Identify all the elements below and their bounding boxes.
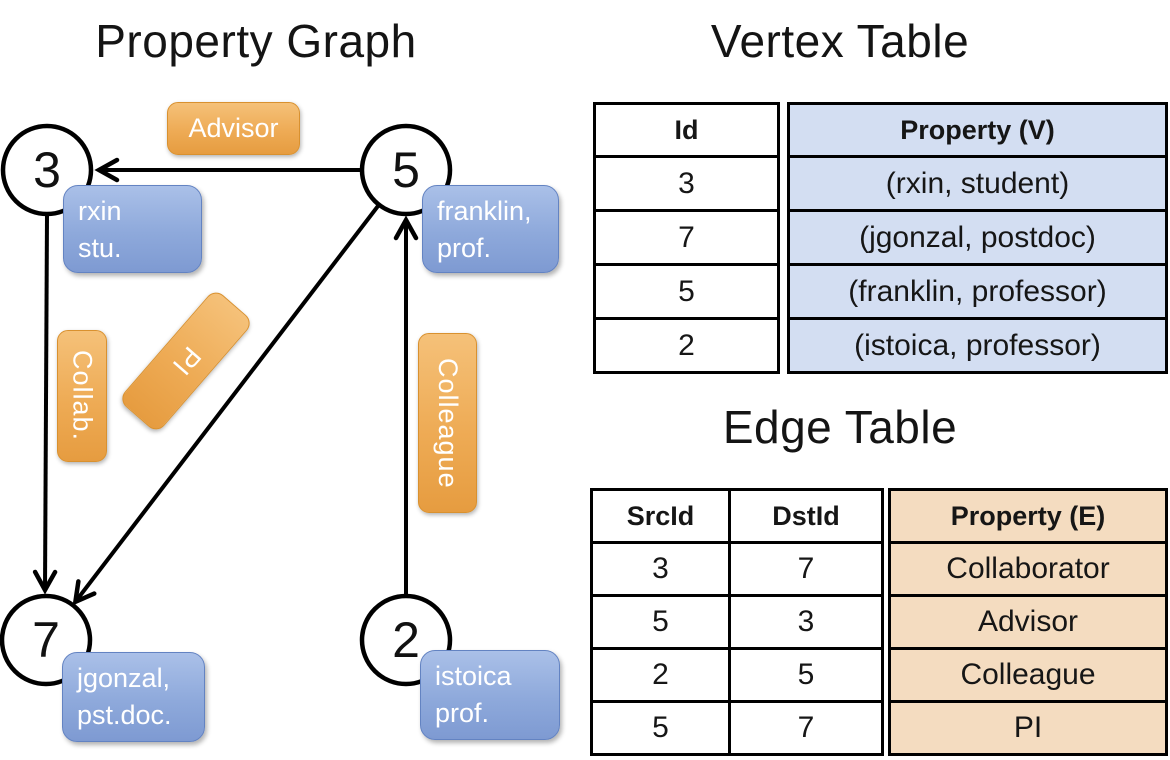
table-cell: (franklin, professor) — [787, 263, 1168, 320]
table-cell: Colleague — [888, 647, 1168, 703]
column-header: SrcId — [590, 488, 731, 544]
vertex-prop-box-2: istoica prof. — [420, 650, 560, 740]
table-cell: 5 — [590, 700, 731, 756]
table-cell: 2 — [590, 647, 731, 703]
vertex-prop-line: jgonzal, — [77, 663, 171, 693]
property-graph-title: Property Graph — [95, 15, 417, 67]
vertex-id-3: 3 — [33, 142, 61, 198]
table-cell: 3 — [590, 541, 731, 597]
table-cell: (istoica, professor) — [787, 317, 1168, 374]
table-cell: 7 — [728, 541, 884, 597]
vertex-prop-line: prof. — [435, 698, 490, 728]
column-header: Id — [593, 102, 780, 158]
edge-line-collab-3-to-7 — [32, 214, 58, 595]
vertex-prop-line: franklin, — [437, 196, 532, 226]
edge-table-title: Edge Table — [722, 401, 958, 453]
vertex-prop-line: stu. — [78, 233, 122, 263]
vertex-prop-box-5: franklin, prof. — [422, 185, 559, 273]
vertex-id-2: 2 — [392, 612, 420, 668]
column-header: Property (E) — [888, 488, 1168, 544]
table-cell: 5 — [728, 647, 884, 703]
vertex-id-5: 5 — [392, 142, 420, 198]
vertex-prop-line: istoica — [435, 661, 512, 691]
table-cell: Advisor — [888, 594, 1168, 650]
edge-label-colleague: Colleague — [418, 333, 477, 513]
table-cell: 7 — [593, 209, 780, 266]
vertex-prop-box-3: rxin stu. — [63, 185, 202, 273]
table-cell: 3 — [593, 155, 780, 212]
vertex-prop-line: prof. — [437, 233, 492, 263]
column-header: Property (V) — [787, 102, 1168, 158]
vertex-prop-box-7: jgonzal, pst.doc. — [62, 652, 205, 742]
edge-label-collab: Collab. — [57, 330, 107, 462]
table-cell: 5 — [593, 263, 780, 320]
edge-label-text: Colleague — [433, 357, 463, 489]
column-header: DstId — [728, 488, 884, 544]
edge-label-text: Advisor — [188, 113, 279, 143]
vertex-table-id-column: Id 3 7 5 2 — [593, 102, 780, 374]
vertex-prop-line: rxin — [78, 196, 122, 226]
vertex-table-title: Vertex Table — [710, 15, 970, 67]
table-cell: 7 — [728, 700, 884, 756]
vertex-id-7: 7 — [32, 612, 60, 668]
edge-label-advisor: Advisor — [167, 102, 300, 155]
table-cell: Collaborator — [888, 541, 1168, 597]
table-cell: 5 — [590, 594, 731, 650]
edge-line-pi-5-to-7 — [72, 204, 380, 606]
table-cell: (jgonzal, postdoc) — [787, 209, 1168, 266]
edge-label-text: PI — [166, 341, 207, 382]
table-cell: PI — [888, 700, 1168, 756]
vertex-prop-line: pst.doc. — [77, 700, 172, 730]
edge-label-text: Collab. — [67, 350, 98, 442]
table-cell: (rxin, student) — [787, 155, 1168, 212]
table-cell: 3 — [728, 594, 884, 650]
edge-table-src-dst-columns: SrcId DstId 3 7 5 3 2 5 5 7 — [590, 488, 884, 756]
vertex-table-property-column: Property (V) (rxin, student) (jgonzal, p… — [787, 102, 1168, 374]
edge-table-property-column: Property (E) Collaborator Advisor Collea… — [888, 488, 1168, 756]
table-cell: 2 — [593, 317, 780, 374]
